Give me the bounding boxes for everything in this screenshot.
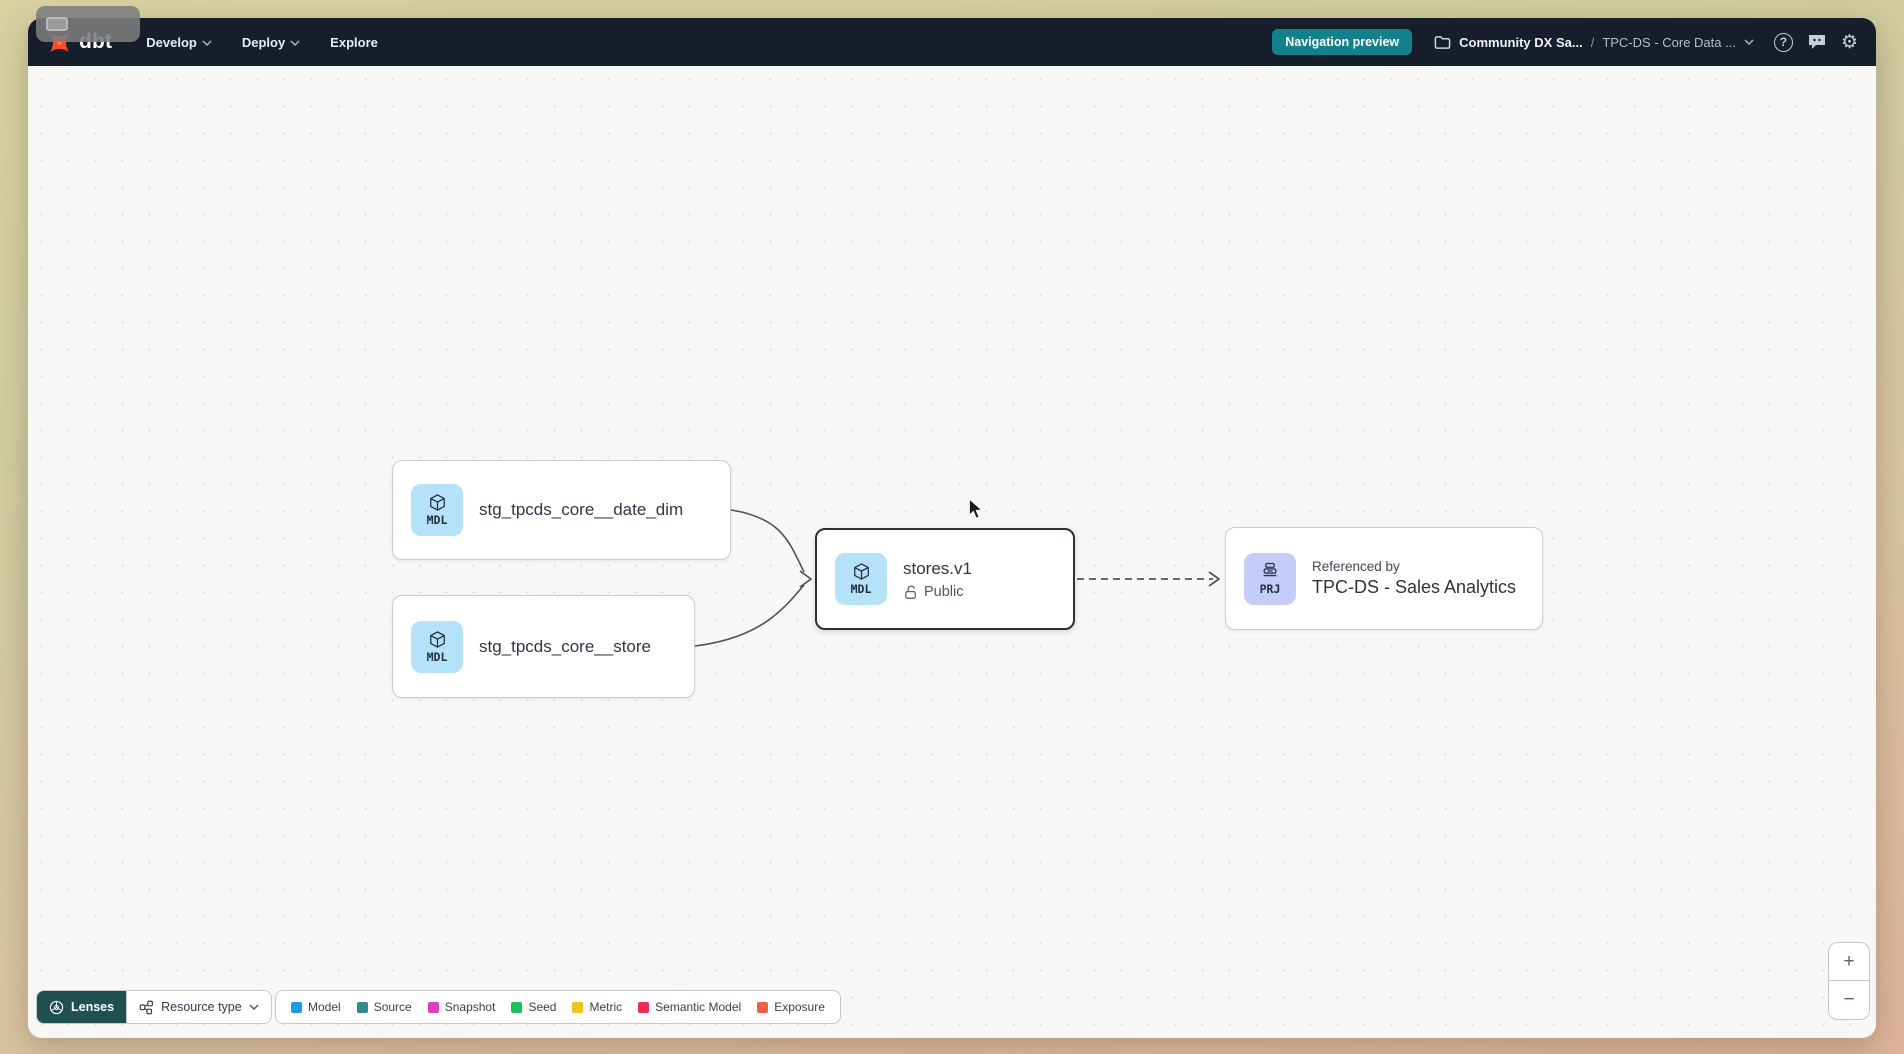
settings-gear-icon[interactable]: ⚙ <box>1840 31 1858 53</box>
chevron-down-icon <box>290 40 300 46</box>
legend-swatch <box>757 1001 769 1013</box>
legend-item-source: Source <box>356 1000 412 1014</box>
legend-swatch <box>291 1001 302 1013</box>
lens-aperture-icon <box>49 1000 64 1014</box>
nav-menu-deploy[interactable]: Deploy <box>242 35 300 50</box>
node-stg-tpcds-core-store[interactable]: MDL stg_tpcds_core__store <box>392 595 695 698</box>
legend-swatch <box>427 1001 439 1013</box>
cube-icon <box>429 494 445 511</box>
chevron-down-icon <box>249 1004 259 1010</box>
breadcrumb-section: TPC-DS - Core Data ... <box>1602 34 1736 50</box>
zoom-in-button[interactable]: + <box>1829 943 1869 981</box>
node-stg-tpcds-core-date-dim[interactable]: MDL stg_tpcds_core__date_dim <box>392 460 731 560</box>
legend-swatch <box>638 1001 650 1013</box>
breadcrumb[interactable]: Community DX Sa... / TPC-DS - Core Data … <box>1434 35 1754 50</box>
legend-swatch <box>511 1001 523 1013</box>
chevron-down-icon <box>202 40 212 46</box>
nav-menu-develop[interactable]: Develop <box>146 35 212 50</box>
zoom-controls: + − <box>1828 942 1870 1020</box>
cube-icon <box>429 630 445 648</box>
node-access: Public <box>903 584 972 600</box>
screen-share-icon <box>46 17 68 31</box>
node-tpcds-sales-analytics[interactable]: PRJ Referenced by TPC-DS - Sales Analyti… <box>1225 527 1543 630</box>
resource-type-dropdown[interactable]: Resource type <box>126 991 271 1023</box>
breadcrumb-project: Community DX Sa... <box>1459 34 1583 50</box>
unlock-icon <box>905 585 916 599</box>
feedback-icon[interactable] <box>1807 33 1827 51</box>
zoom-out-button[interactable]: − <box>1829 981 1869 1019</box>
node-title: TPC-DS - Sales Analytics <box>1312 577 1517 597</box>
node-title: stg_tpcds_core__store <box>479 636 651 656</box>
lenses-button[interactable]: Lenses <box>37 991 127 1023</box>
chevron-down-icon <box>1744 39 1754 45</box>
node-stores-v1[interactable]: MDL stores.v1 Public <box>815 528 1075 630</box>
screen-share-indicator <box>36 6 140 42</box>
model-badge: MDL <box>411 484 463 536</box>
legend-swatch <box>356 1001 368 1013</box>
legend-item-metric: Metric <box>572 1000 622 1014</box>
legend-item-model: Model <box>291 1000 341 1014</box>
legend-item-exposure: Exposure <box>757 1000 825 1014</box>
navigation-preview-badge[interactable]: Navigation preview <box>1272 29 1413 55</box>
cube-icon <box>853 563 869 580</box>
drawers-icon <box>1263 562 1277 577</box>
project-badge: PRJ <box>1244 552 1296 605</box>
legend-item-seed: Seed <box>511 1000 556 1014</box>
top-navbar: dbt Develop Deploy Explore Navigation pr… <box>28 18 1876 66</box>
model-badge: MDL <box>411 620 463 673</box>
node-title: stg_tpcds_core__date_dim <box>479 500 684 519</box>
app-window: dbt Develop Deploy Explore Navigation pr… <box>28 18 1876 1038</box>
folder-icon <box>1434 35 1451 49</box>
nav-menu-explore[interactable]: Explore <box>330 34 378 50</box>
navbar-icon-group: ? ⚙ <box>1773 31 1858 53</box>
lineage-canvas[interactable]: MDL stg_tpcds_core__date_dim MDL stg_tpc… <box>28 66 1876 1038</box>
legend-swatch <box>572 1001 584 1013</box>
legend-item-semantic-model: Semantic Model <box>638 1000 741 1014</box>
help-icon[interactable]: ? <box>1773 32 1793 52</box>
model-badge: MDL <box>835 553 887 605</box>
node-kicker: Referenced by <box>1312 559 1400 574</box>
resource-type-icon <box>139 1000 154 1014</box>
resource-legend: Model Source Snapshot Seed Metric Semant… <box>275 990 841 1024</box>
lenses-control-group: Lenses Resource type <box>36 990 272 1024</box>
node-title: stores.v1 <box>903 558 972 578</box>
mouse-cursor <box>968 498 983 519</box>
legend-item-snapshot: Snapshot <box>427 1000 495 1014</box>
breadcrumb-separator: / <box>1590 34 1595 50</box>
